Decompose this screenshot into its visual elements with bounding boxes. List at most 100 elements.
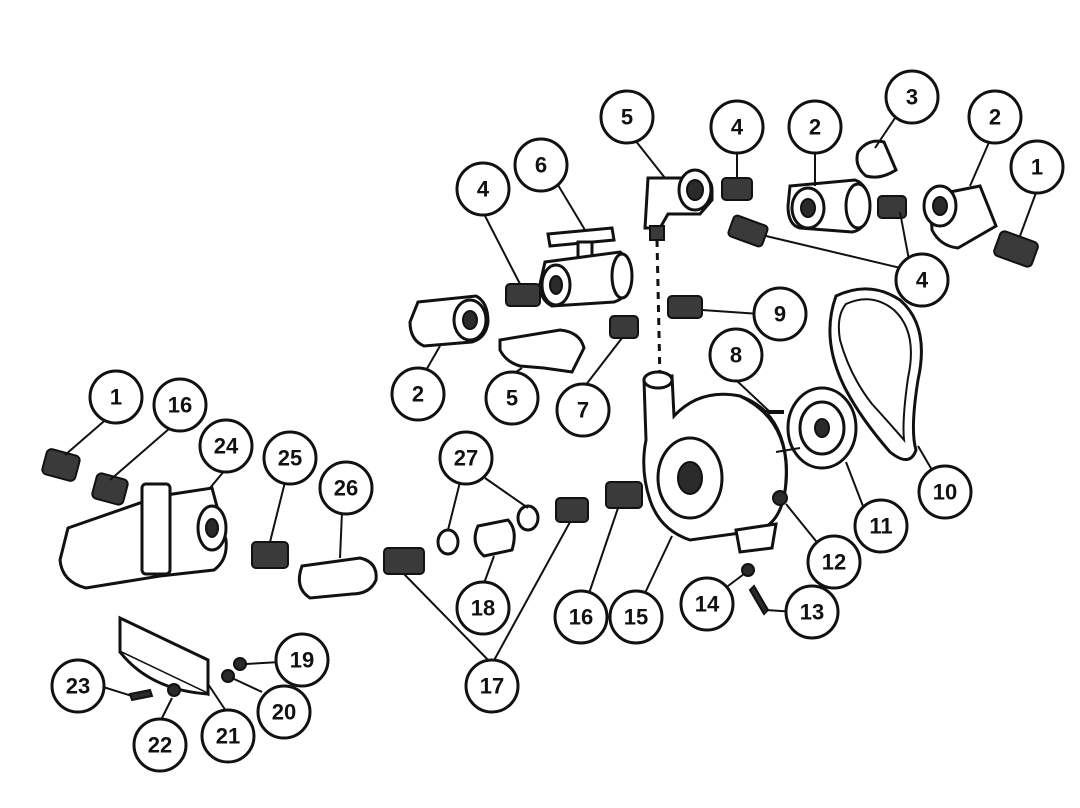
nipple-fitting-top [721, 177, 753, 201]
callout-label: 22 [148, 733, 172, 758]
callout-label: 18 [471, 596, 495, 621]
callout-25: 25 [262, 430, 318, 486]
callout-10: 10 [917, 464, 973, 520]
callout-5-mid: 5 [484, 370, 540, 426]
callout-label: 13 [800, 600, 824, 625]
callout-7: 7 [555, 382, 611, 438]
callout-label: 2 [412, 382, 424, 407]
callout-label: 2 [989, 105, 1001, 130]
callout-label: 4 [477, 177, 490, 202]
nut-12 [772, 490, 788, 506]
nipple-fitting-7 [609, 315, 639, 339]
callout-label: 12 [822, 550, 846, 575]
adapter-fitting-left [41, 448, 81, 482]
callout-11: 11 [853, 498, 909, 554]
leader-lines [64, 117, 1038, 723]
washer-20 [221, 669, 235, 683]
callout-4-top: 4 [709, 99, 765, 155]
callout-17: 17 [464, 658, 520, 714]
callout-label: 6 [535, 153, 547, 178]
strainer [58, 482, 228, 590]
washer-14 [741, 563, 755, 577]
callout-label: 8 [730, 343, 742, 368]
callout-4-bottom: 4 [894, 252, 950, 308]
o-ring-27b [436, 528, 460, 556]
callout-label: 1 [110, 385, 122, 410]
pulley [786, 386, 858, 470]
callout-label: 14 [695, 592, 720, 617]
callout-18: 18 [455, 580, 511, 636]
callout-label: 20 [272, 700, 296, 725]
adapter-fitting-right [993, 230, 1039, 268]
nipple-fitting-17a [555, 497, 589, 523]
tee-fitting-left [408, 294, 490, 348]
callout-2-left: 2 [390, 366, 446, 422]
callout-label: 2 [809, 115, 821, 140]
callout-14: 14 [679, 576, 735, 632]
callout-24: 24 [198, 418, 254, 474]
nipple-fitting-lower [727, 214, 769, 248]
callout-22: 22 [132, 717, 188, 773]
callout-1-left: 1 [88, 369, 144, 425]
callout-label: 11 [869, 514, 892, 539]
callout-label: 25 [278, 446, 302, 471]
drive-belt [828, 287, 923, 461]
nipple-fitting-25 [251, 541, 289, 569]
callout-12: 12 [806, 534, 862, 590]
callout-23: 23 [50, 658, 106, 714]
elbow-fitting-mid [498, 328, 586, 374]
o-ring-27a [516, 504, 540, 532]
nipple-fitting-right [877, 195, 907, 219]
mounting-bracket [118, 615, 210, 697]
pipe-18 [473, 518, 516, 558]
callout-label: 4 [916, 268, 929, 293]
callout-20: 20 [256, 684, 312, 740]
callout-4-left: 4 [455, 161, 511, 217]
callout-15: 15 [608, 589, 664, 645]
callout-19: 19 [274, 632, 330, 688]
callout-27: 27 [438, 430, 494, 486]
nipple-fitting-9 [667, 295, 703, 319]
tee-fitting-right [922, 184, 998, 250]
callout-label: 1 [1031, 155, 1043, 180]
callout-label: 4 [731, 115, 744, 140]
callout-16-mid: 16 [553, 589, 609, 645]
bolt-13 [748, 584, 770, 616]
pump-housing [642, 370, 801, 554]
callout-label: 7 [577, 398, 589, 423]
callout-6: 6 [513, 137, 569, 193]
nipple-fitting-16-mid [605, 481, 643, 509]
assembly-axis-dashed [655, 239, 662, 381]
callout-label: 9 [774, 302, 786, 327]
callout-label: 5 [621, 105, 633, 130]
callout-label: 16 [168, 393, 192, 418]
callout-label: 16 [569, 605, 593, 630]
callout-label: 23 [66, 674, 90, 699]
callout-8: 8 [708, 327, 764, 383]
washer-22 [167, 683, 181, 697]
callout-26: 26 [318, 460, 374, 516]
callout-label: 26 [334, 476, 358, 501]
callout-label: 15 [624, 605, 648, 630]
tee-fitting-top [786, 178, 872, 234]
elbow-fitting-top [643, 168, 714, 241]
callout-1-right: 1 [1009, 139, 1065, 195]
callout-2-top: 2 [787, 99, 843, 155]
nipple-fitting-16-left [91, 472, 129, 506]
callout-label: 27 [454, 446, 478, 471]
callout-label: 10 [933, 480, 957, 505]
callout-5-top: 5 [599, 89, 655, 145]
nipple-fitting-valve [505, 283, 541, 307]
callout-13: 13 [784, 584, 840, 640]
elbow-fitting-26 [297, 556, 378, 600]
nipple-fitting-17b [383, 547, 425, 575]
nut-19 [233, 657, 247, 671]
callout-2-right: 2 [967, 89, 1023, 145]
callout-21: 21 [200, 708, 256, 764]
callout-9: 9 [752, 286, 808, 342]
callout-label: 17 [480, 674, 504, 699]
callout-label: 5 [506, 386, 518, 411]
callout-label: 3 [906, 85, 918, 110]
